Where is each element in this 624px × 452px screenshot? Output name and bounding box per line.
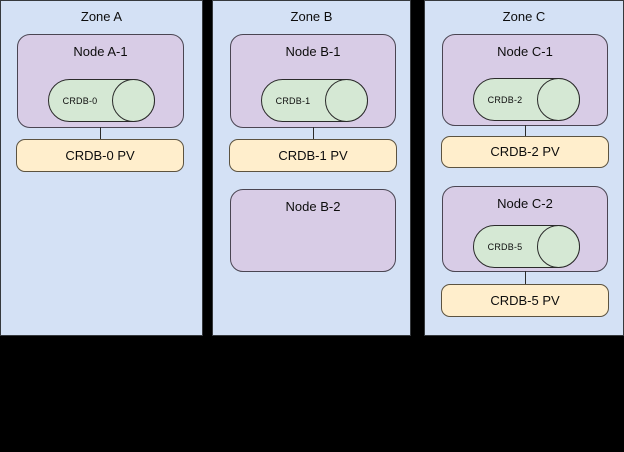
pod-cylinder-crdb-2[interactable]: CRDB-2: [473, 78, 580, 121]
node-box-c-1[interactable]: Node C-1 CRDB-2: [442, 34, 608, 126]
connector-node-c-2-to-pv: [525, 271, 526, 284]
node-label-c-1: Node C-1: [497, 44, 553, 59]
pod-cylinder-crdb-0[interactable]: CRDB-0: [48, 79, 155, 122]
zone-container-a[interactable]: Zone A Node A-1 CRDB-0 CRDB-0 PV: [0, 0, 203, 336]
node-box-b-1[interactable]: Node B-1 CRDB-1: [230, 34, 396, 128]
zone-label-c: Zone C: [502, 9, 546, 24]
pod-cylinder-crdb-5[interactable]: CRDB-5: [473, 225, 580, 268]
node-box-b-2[interactable]: Node B-2: [230, 189, 396, 272]
node-label-a-1: Node A-1: [73, 44, 128, 59]
node-label-b-2: Node B-2: [285, 199, 341, 214]
pod-label-crdb-1: CRDB-1: [275, 95, 311, 106]
connector-node-b-1-to-pv: [313, 127, 314, 140]
pv-box-crdb-0[interactable]: CRDB-0 PV: [16, 139, 184, 172]
pod-label-crdb-2: CRDB-2: [487, 94, 523, 105]
pod-cylinder-crdb-1[interactable]: CRDB-1: [261, 79, 368, 122]
pv-box-crdb-5[interactable]: CRDB-5 PV: [441, 284, 609, 317]
pod-label-crdb-5: CRDB-5: [487, 241, 523, 252]
connector-node-a-1-to-pv: [100, 127, 101, 140]
node-box-c-2[interactable]: Node C-2 CRDB-5: [442, 186, 608, 272]
node-label-c-2: Node C-2: [497, 196, 553, 211]
pv-box-crdb-1[interactable]: CRDB-1 PV: [229, 139, 397, 172]
pv-label-crdb-5: CRDB-5 PV: [490, 292, 560, 308]
zone-container-b[interactable]: Zone B Node B-1 CRDB-1 CRDB-1 PV Node B-…: [212, 0, 411, 336]
connector-node-c-1-to-pv: [525, 125, 526, 136]
pv-label-crdb-0: CRDB-0 PV: [65, 147, 135, 163]
node-box-a-1[interactable]: Node A-1 CRDB-0: [17, 34, 184, 128]
pv-box-crdb-2[interactable]: CRDB-2 PV: [441, 136, 609, 168]
pv-label-crdb-2: CRDB-2 PV: [490, 144, 560, 159]
pod-label-crdb-0: CRDB-0: [62, 95, 98, 106]
node-label-b-1: Node B-1: [285, 44, 341, 59]
zone-label-b: Zone B: [290, 9, 333, 24]
pv-label-crdb-1: CRDB-1 PV: [278, 147, 348, 163]
zone-container-c[interactable]: Zone C Node C-1 CRDB-2 CRDB-2 PV Node C-…: [424, 0, 624, 336]
zone-label-a: Zone A: [80, 9, 123, 24]
